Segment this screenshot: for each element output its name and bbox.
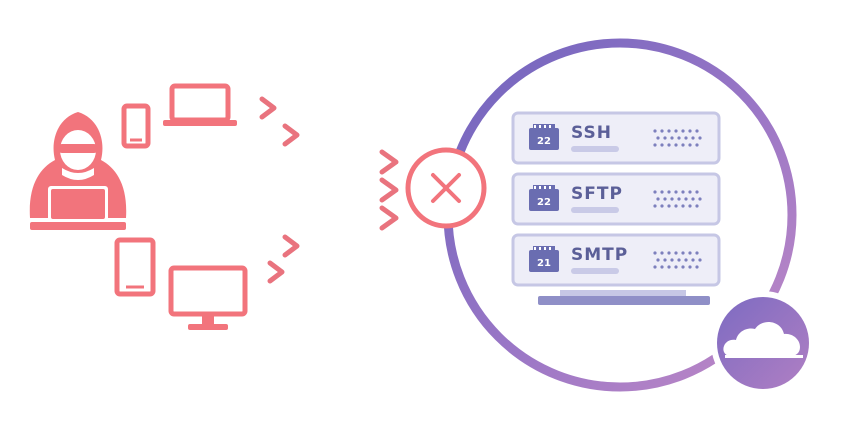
attack-lines bbox=[102, 96, 399, 284]
port-icon: 22 bbox=[529, 124, 559, 150]
server-unit-smtp: 21 SMTP bbox=[511, 233, 721, 287]
vent-dots bbox=[653, 190, 702, 208]
status-bar bbox=[571, 207, 619, 213]
vent-dots bbox=[653, 251, 702, 269]
port-icon: 21 bbox=[529, 246, 559, 272]
attack-arrow bbox=[102, 149, 399, 175]
port-number: 22 bbox=[537, 197, 551, 208]
attack-arrow bbox=[107, 177, 399, 203]
phone-icon bbox=[121, 103, 151, 149]
laptop-icon bbox=[163, 83, 237, 126]
port-number: 22 bbox=[537, 136, 551, 147]
port-icon: 22 bbox=[529, 185, 559, 211]
status-bar bbox=[571, 268, 619, 274]
server-unit-ssh: 22 SSH bbox=[511, 111, 721, 165]
cloud-icon bbox=[723, 321, 800, 356]
tablet-icon bbox=[114, 237, 156, 297]
device-arrow bbox=[155, 234, 300, 258]
protocol-label: SSH bbox=[571, 123, 612, 143]
server-unit-sftp: 22 SFTP bbox=[511, 172, 721, 226]
hacker-icon bbox=[29, 112, 127, 230]
status-bar bbox=[571, 146, 619, 152]
device-arrow bbox=[232, 96, 277, 120]
device-arrow bbox=[247, 260, 285, 284]
port-number: 21 bbox=[537, 258, 551, 269]
protocol-label: SMTP bbox=[571, 245, 628, 265]
device-arrow bbox=[149, 123, 300, 147]
protocol-label: SFTP bbox=[571, 184, 623, 204]
vent-dots bbox=[653, 129, 702, 147]
block-icon bbox=[405, 147, 487, 229]
cloud-badge bbox=[711, 291, 815, 395]
attack-arrow bbox=[107, 205, 399, 231]
monitor-icon bbox=[168, 265, 248, 330]
